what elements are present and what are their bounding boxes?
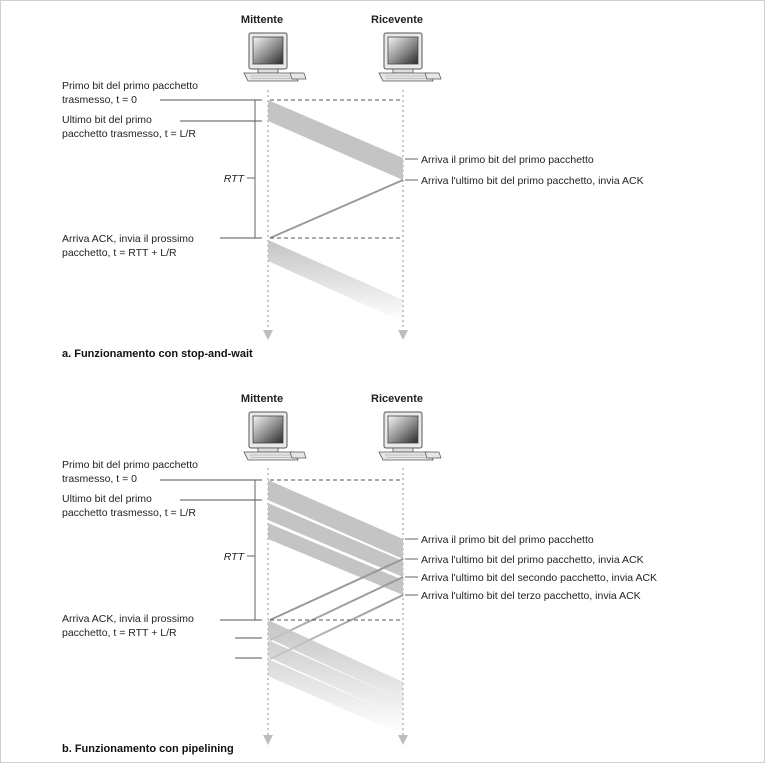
caption-a: a. Funzionamento con stop-and-wait — [62, 348, 253, 360]
receiver-header-b: Ricevente — [371, 393, 423, 405]
label-first-bit-a: Primo bit del primo pacchetto trasmesso,… — [62, 80, 201, 106]
sender-computer-icon — [243, 32, 307, 82]
ack-line-a — [269, 179, 404, 239]
label-first-bit-b: Primo bit del primo pacchetto trasmesso,… — [62, 459, 201, 485]
sender-timeline-arrow-b — [263, 735, 273, 745]
figure-b: Mittente Ricevente Primo bit del — [62, 393, 657, 755]
caption-b: b. Funzionamento con pipelining — [62, 743, 234, 755]
sender-timeline-arrow-a — [263, 330, 273, 340]
rtt-label-b: RTT — [224, 551, 246, 563]
packet-band-2-b — [268, 503, 403, 577]
rtt-label-a: RTT — [224, 173, 246, 185]
ack-line-3-b — [269, 594, 404, 660]
packet-band-3-b — [268, 523, 403, 595]
label-last-bit-second-arrives-b: Arriva l'ultimo bit del secondo pacchett… — [421, 572, 657, 584]
label-ack-arrives-b: Arriva ACK, invia il prossimo pacchetto,… — [62, 613, 197, 639]
label-first-bit-arrives-a: Arriva il primo bit del primo pacchetto — [421, 154, 594, 166]
ack-line-1-b — [269, 558, 404, 621]
label-last-bit-third-arrives-b: Arriva l'ultimo bit del terzo pacchetto,… — [421, 590, 641, 602]
next-packet-band-1-b — [268, 620, 403, 700]
label-first-bit-arrives-b: Arriva il primo bit del primo pacchetto — [421, 534, 594, 546]
label-ack-arrives-a: Arriva ACK, invia il prossimo pacchetto,… — [62, 233, 197, 259]
next-packet-band-3-b — [268, 659, 403, 735]
receiver-timeline-arrow-a — [398, 330, 408, 340]
label-last-bit-arrives-a: Arriva l'ultimo bit del primo pacchetto,… — [421, 175, 644, 187]
figure-a: Mittente Ricevente Primo bit del primo p… — [62, 14, 644, 360]
label-last-bit-a: Ultimo bit del primo pacchetto trasmesso… — [62, 114, 196, 140]
sender-header-a: Mittente — [241, 14, 283, 26]
ack-line-2-b — [269, 576, 404, 641]
receiver-computer-icon — [378, 32, 442, 82]
label-last-bit-b: Ultimo bit del primo pacchetto trasmesso… — [62, 493, 196, 519]
rtt-bracket-b — [254, 479, 262, 621]
packet-band-a — [268, 100, 403, 180]
receiver-header-a: Ricevente — [371, 14, 423, 26]
packet-band-1-b — [268, 480, 403, 559]
next-packet-band-2-b — [268, 640, 403, 718]
sender-computer-icon — [243, 411, 307, 461]
label-last-bit-first-arrives-b: Arriva l'ultimo bit del primo pacchetto,… — [421, 554, 644, 566]
rtt-bracket-a — [254, 99, 262, 239]
sender-header-b: Mittente — [241, 393, 283, 405]
next-packet-band-a — [268, 240, 403, 322]
receiver-timeline-arrow-b — [398, 735, 408, 745]
receiver-computer-icon — [378, 411, 442, 461]
